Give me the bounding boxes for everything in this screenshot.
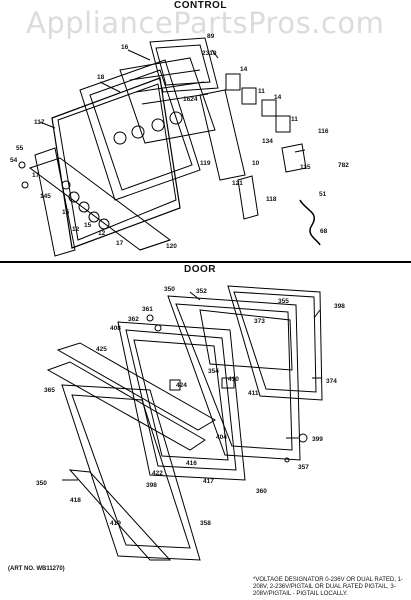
section-title-door: DOOR [184,264,216,275]
part-label-398: 398 [334,303,345,310]
part-label-51: 51 [319,191,327,198]
voltage-footnote: *VOLTAGE DESIGNATOR 0-236V OR DUAL RATED… [253,577,403,597]
part-label-362: 362 [128,316,139,323]
part-label-68: 68 [320,228,328,235]
part-label-398b: 398 [146,482,157,489]
part-label-17: 17 [32,172,40,179]
part-label-365: 365 [44,387,55,394]
part-label-422: 422 [152,470,163,477]
part-label-408: 408 [110,325,121,332]
part-label-350b: 350 [36,480,47,487]
part-label-404: 404 [216,434,227,441]
art-number: (ART NO. WB11270) [8,566,65,572]
part-label-417: 417 [203,478,214,485]
switch-board [119,57,216,144]
part-label-410: 410 [228,376,239,383]
part-label-14b: 14 [274,94,282,101]
part-label-121: 121 [232,180,243,187]
control-panel [51,77,181,249]
part-label-360: 360 [256,488,267,495]
part-label-361: 361 [142,306,153,313]
part-label-354: 354 [208,368,219,375]
watermark: AppliancePartsPros.com [26,6,385,40]
part-label-357: 357 [298,464,309,471]
outer-door-panel [61,384,201,561]
glass-frame [117,321,246,481]
part-label-419: 419 [110,520,121,527]
part-label-17b: 17 [116,240,124,247]
part-label-120: 120 [166,243,177,250]
part-label-358: 358 [200,520,211,527]
right-bracket [199,89,246,181]
door-handle [56,342,216,431]
door-liner [167,295,301,461]
part-label-119: 119 [200,160,211,167]
part-label-416: 416 [186,460,197,467]
control-bracket [149,37,219,93]
part-label-117: 117 [34,119,45,126]
part-label-425: 425 [96,346,107,353]
part-label-16: 16 [121,44,129,51]
part-label-11: 11 [258,88,265,95]
part-label-12: 12 [72,226,80,233]
part-label-14: 14 [240,66,248,73]
part-label-145: 145 [40,193,51,200]
part-label-116: 116 [318,128,329,135]
part-label-782: 782 [338,162,349,169]
part-label-374: 374 [326,378,337,385]
part-label-424: 424 [176,382,187,389]
part-label-18: 18 [97,74,105,81]
part-label-15b: 15 [84,222,92,229]
part-label-352: 352 [196,288,207,295]
part-label-12b: 12 [98,230,106,237]
part-label-118: 118 [266,196,277,203]
part-label-134: 134 [262,138,273,145]
part-label-355: 355 [278,298,289,305]
part-label-2310: 2310 [202,50,217,57]
part-label-418: 418 [70,497,81,504]
inner-panel [79,59,201,201]
part-label-1624: 1624 [183,96,198,103]
part-label-350: 350 [164,286,175,293]
part-label-54: 54 [10,157,18,164]
part-label-89: 89 [207,33,215,40]
part-label-399: 399 [312,436,323,443]
part-label-15: 15 [62,209,70,216]
part-label-11b: 11 [291,116,298,123]
part-label-55: 55 [16,145,24,152]
part-label-115: 115 [300,164,311,171]
section-divider [0,261,411,263]
part-label-411: 411 [248,390,259,397]
door-gasket [227,285,323,401]
part-label-10: 10 [252,160,260,167]
part-label-373: 373 [254,318,265,325]
section-title-control: CONTROL [174,0,227,11]
